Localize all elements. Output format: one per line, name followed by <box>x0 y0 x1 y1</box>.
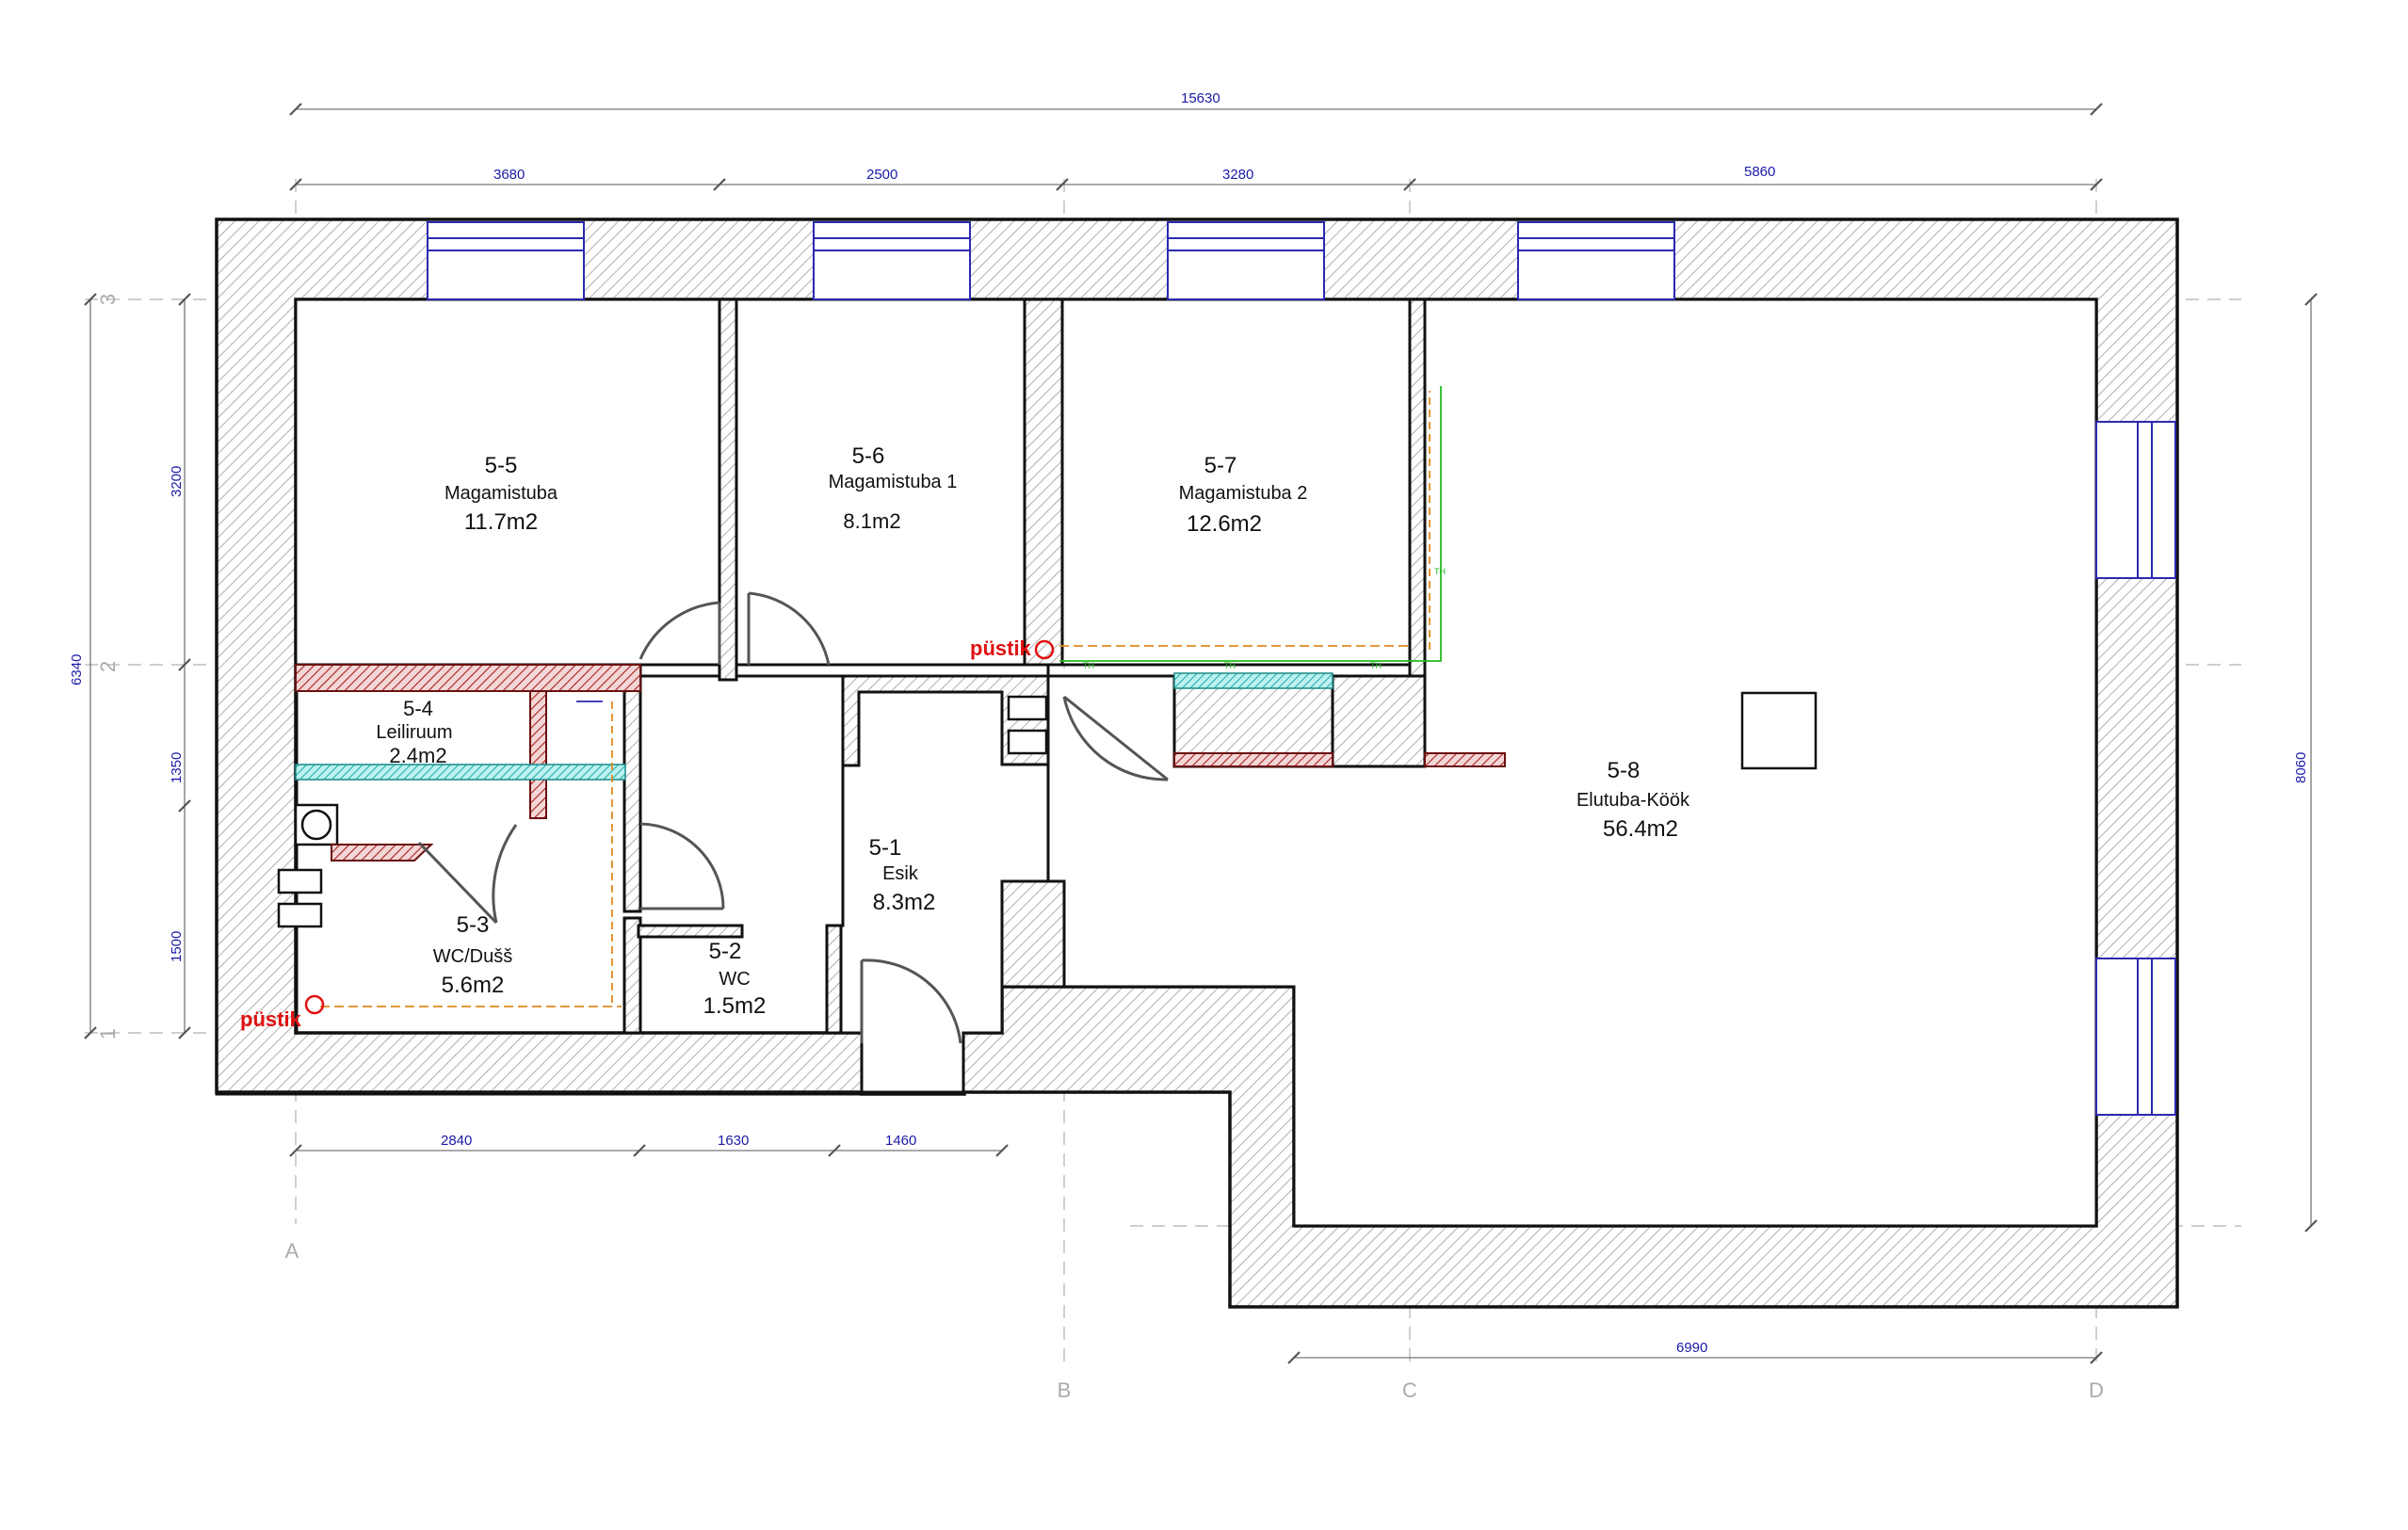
dimension-left: 1350 <box>169 752 185 783</box>
dimension-left: 3200 <box>169 466 185 497</box>
axis-row-label: 3 <box>96 294 120 305</box>
room-id: 5-3 <box>457 912 490 938</box>
axis-column-label: A <box>285 1239 299 1263</box>
pipe-tag: TH <box>1224 661 1236 670</box>
dimension-bottom-right: 6990 <box>1676 1340 1707 1356</box>
dimension-top: 3280 <box>1222 167 1253 183</box>
axis-row-label: 2 <box>96 661 120 672</box>
dimension-top: 2500 <box>866 167 897 183</box>
room-name: WC <box>719 969 750 990</box>
dimension-overall-top: 15630 <box>1181 90 1220 106</box>
dimension-top: 5860 <box>1744 164 1775 180</box>
room-name: Elutuba-Köök <box>1576 790 1690 811</box>
room-area: 8.3m2 <box>873 890 936 915</box>
dimension-left-overall: 6340 <box>69 654 85 685</box>
room-area: 11.7m2 <box>464 509 538 535</box>
room-id: 5-6 <box>852 443 885 469</box>
room-name: WC/Dušš <box>433 946 512 967</box>
room-id: 5-4 <box>403 697 433 720</box>
room-area: 8.1m2 <box>843 509 900 533</box>
doors <box>417 591 1169 1044</box>
vent-label: püstik <box>970 636 1032 660</box>
axis-column-label: C <box>1402 1378 1417 1402</box>
room-id: 5-2 <box>709 939 742 964</box>
room-name: Magamistuba 2 <box>1179 483 1308 504</box>
dimension-top: 3680 <box>493 167 525 183</box>
dimension-lines <box>84 103 2318 1364</box>
boiler <box>294 803 339 846</box>
room-id: 5-8 <box>1608 758 1640 783</box>
room-area: 5.6m2 <box>442 973 505 998</box>
dimension-bottom: 2840 <box>441 1133 472 1149</box>
pipes <box>320 386 1442 1007</box>
room-area: 1.5m2 <box>703 993 767 1019</box>
room-id: 5-7 <box>1204 453 1237 478</box>
shaft-boxes <box>277 691 1818 928</box>
room-name: Magamistuba 1 <box>829 472 958 492</box>
dimension-right: 8060 <box>2293 752 2309 783</box>
vent-markers <box>304 639 1055 1015</box>
dimension-left: 1500 <box>169 931 185 962</box>
axis-column-label: D <box>2089 1378 2104 1402</box>
room-id: 5-5 <box>485 453 518 478</box>
interior-walls <box>622 298 1427 1035</box>
windows <box>427 221 2176 1116</box>
red-walls <box>295 664 1506 862</box>
cyan-bands <box>295 672 1333 781</box>
room-area: 12.6m2 <box>1187 511 1262 537</box>
room-id: 5-1 <box>869 835 902 861</box>
axis-row-label: 1 <box>96 1028 120 1039</box>
dimension-bottom: 1460 <box>885 1133 916 1149</box>
room-labels: 5-5 Magamistuba 11.7m2 5-6 Magamistuba 1… <box>376 443 1690 1019</box>
room-area: 2.4m2 <box>389 744 446 767</box>
room-name: Esik <box>882 863 919 884</box>
pipe-tag: TH <box>1083 661 1094 670</box>
vent-label: püstik <box>240 1007 302 1031</box>
pipe-tag: TH <box>1434 567 1446 576</box>
room-name: Magamistuba <box>444 483 558 504</box>
pipe-tag: TH <box>1370 661 1382 670</box>
room-floors <box>294 298 2098 1228</box>
axis-labels: A B C D 3 2 1 <box>96 294 2104 1402</box>
dimension-labels: 15630 3680 2500 3280 5860 6340 3200 1350… <box>69 90 2309 1356</box>
room-area: 56.4m2 <box>1603 816 1678 842</box>
room-name: Leiliruum <box>376 722 452 743</box>
axis-column-label: B <box>1058 1378 1072 1402</box>
dimension-bottom: 1630 <box>718 1133 749 1149</box>
